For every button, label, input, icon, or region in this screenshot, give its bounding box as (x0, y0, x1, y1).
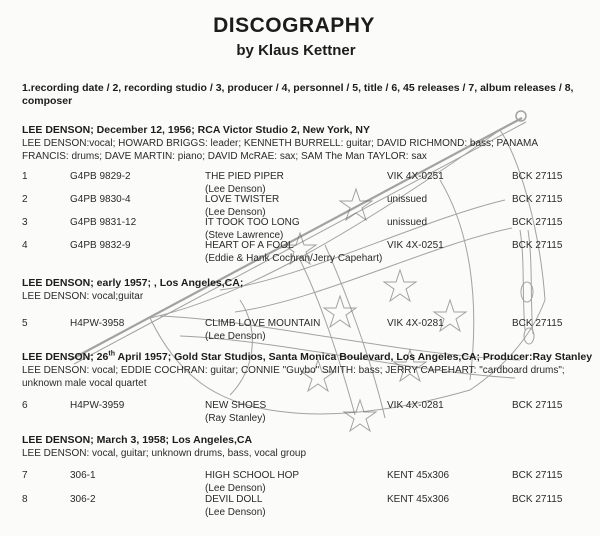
album-release: BCK 27115 (512, 318, 563, 329)
session-personnel: LEE DENSON:vocal; HOWARD BRIGGS: leader;… (22, 138, 538, 162)
track-composer: (Lee Denson) (205, 331, 266, 342)
track-row: 1 G4PB 9829-2 THE PIED PIPER (Lee Denson… (22, 171, 582, 197)
track-number: 4 (22, 240, 28, 251)
track-row: 8 306-2 DEVIL DOLL (Lee Denson) KENT 45x… (22, 494, 582, 520)
single-release: VIK 4X-0281 (387, 318, 444, 329)
single-release: VIK 4X-0251 (387, 171, 444, 182)
track-title: DEVIL DOLL (205, 494, 263, 505)
track-composer: (Lee Denson) (205, 184, 266, 195)
single-release: unissued (387, 217, 428, 228)
album-release: BCK 27115 (512, 217, 563, 228)
track-title: IT TOOK TOO LONG (205, 217, 300, 228)
album-release: BCK 27115 (512, 494, 563, 505)
single-release: VIK 4X-0251 (387, 240, 444, 251)
track-number: 1 (22, 171, 28, 182)
track-row: 3 G4PB 9831-12 IT TOOK TOO LONG (Steve L… (22, 217, 582, 243)
matrix-number: 306-1 (70, 470, 96, 481)
session-heading: LEE DENSON; March 3, 1958; Los Angeles,C… (22, 434, 253, 446)
track-row: 2 G4PB 9830-4 LOVE TWISTER (Lee Denson) … (22, 194, 582, 220)
album-release: BCK 27115 (512, 470, 563, 481)
matrix-number: H4PW-3959 (70, 400, 125, 411)
page-byline: by Klaus Kettner (236, 42, 356, 59)
matrix-number: G4PB 9829-2 (70, 171, 131, 182)
track-composer: (Ray Stanley) (205, 413, 266, 424)
field-legend: 1.recording date / 2, recording studio /… (22, 82, 574, 107)
matrix-number: G4PB 9831-12 (70, 217, 137, 228)
single-release: VIK 4X-0281 (387, 400, 444, 411)
track-title: CLIMB LOVE MOUNTAIN (205, 318, 321, 329)
album-release: BCK 27115 (512, 240, 563, 251)
single-release: KENT 45x306 (387, 470, 450, 481)
page-title: DISCOGRAPHY (213, 14, 375, 37)
session-personnel: LEE DENSON: vocal;guitar (22, 291, 144, 302)
track-number: 7 (22, 470, 28, 481)
track-title: HEART OF A FOOL (205, 240, 294, 251)
track-title: NEW SHOES (205, 400, 267, 411)
track-title: LOVE TWISTER (205, 194, 280, 205)
track-composer: (Lee Denson) (205, 507, 266, 518)
session-personnel: LEE DENSON: vocal, guitar; unknown drums… (22, 448, 307, 459)
single-release: unissued (387, 194, 428, 205)
track-composer: (Lee Denson) (205, 207, 266, 218)
track-composer: (Steve Lawrence) (205, 230, 284, 241)
track-number: 6 (22, 400, 28, 411)
album-release: BCK 27115 (512, 194, 563, 205)
track-title: HIGH SCHOOL HOP (205, 470, 300, 481)
session-heading: LEE DENSON; early 1957; , Los Angeles,CA… (22, 277, 244, 289)
session-heading: LEE DENSON; December 12, 1956; RCA Victo… (22, 124, 370, 136)
track-row: 5 H4PW-3958 CLIMB LOVE MOUNTAIN (Lee Den… (22, 318, 582, 344)
session-heading: LEE DENSON; 26th April 1957; Gold Star S… (22, 350, 593, 364)
session-personnel: LEE DENSON: vocal; EDDIE COCHRAN: guitar… (22, 365, 565, 389)
album-release: BCK 27115 (512, 400, 563, 411)
track-composer: (Eddie & Hank Cochran/Jerry Capehart) (205, 253, 383, 264)
matrix-number: G4PB 9830-4 (70, 194, 131, 205)
album-release: BCK 27115 (512, 171, 563, 182)
track-number: 8 (22, 494, 28, 505)
matrix-number: G4PB 9832-9 (70, 240, 131, 251)
matrix-number: 306-2 (70, 494, 96, 505)
track-row: 4 G4PB 9832-9 HEART OF A FOOL (Eddie & H… (22, 240, 582, 266)
track-number: 2 (22, 194, 28, 205)
track-composer: (Lee Denson) (205, 483, 266, 494)
track-number: 3 (22, 217, 28, 228)
track-title: THE PIED PIPER (205, 171, 284, 182)
track-number: 5 (22, 318, 28, 329)
track-row: 7 306-1 HIGH SCHOOL HOP (Lee Denson) KEN… (22, 470, 582, 496)
single-release: KENT 45x306 (387, 494, 450, 505)
matrix-number: H4PW-3958 (70, 318, 125, 329)
track-row: 6 H4PW-3959 NEW SHOES (Ray Stanley) VIK … (22, 400, 582, 426)
